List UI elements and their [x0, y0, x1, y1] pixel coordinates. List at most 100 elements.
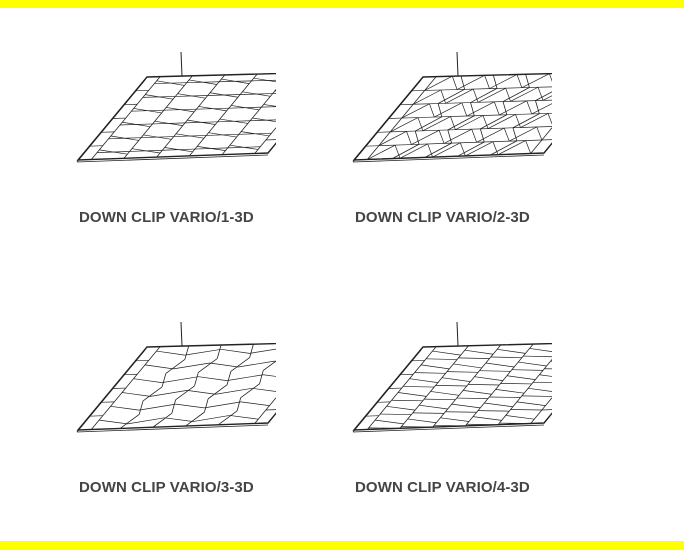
facet-line — [537, 87, 544, 101]
facet-line — [221, 348, 250, 354]
facet-line — [173, 362, 210, 370]
facet-line — [217, 120, 251, 123]
facet-line — [544, 368, 552, 370]
tile-edge — [259, 370, 264, 384]
facet-line — [434, 102, 463, 118]
product-card-4[interactable]: DOWN CLIP VARIO/4-3D — [276, 270, 552, 540]
tile-edge — [490, 140, 518, 156]
facet-line — [252, 387, 276, 392]
facet-line — [489, 396, 521, 398]
tile-edge — [175, 385, 195, 401]
suspension-rod — [456, 321, 459, 347]
facet-line — [463, 390, 492, 395]
facet-line — [526, 100, 533, 115]
facet-line — [521, 86, 552, 89]
facet-line — [426, 358, 458, 360]
facet-line — [440, 89, 446, 104]
facet-line — [420, 364, 450, 370]
facet-line — [461, 102, 468, 117]
facet-line — [549, 73, 552, 82]
facet-line — [499, 100, 527, 116]
facet-line — [184, 348, 222, 356]
facet-line — [367, 157, 400, 160]
tile-edge — [249, 344, 254, 358]
product-card-1[interactable]: DOWN CLIP VARIO/1-3D — [0, 0, 276, 270]
facet-line — [484, 402, 513, 408]
tile-edge — [460, 75, 465, 90]
facet-line — [413, 89, 442, 105]
facet-line — [209, 362, 239, 368]
bottom-accent-bar — [0, 541, 684, 550]
facet-line — [503, 127, 510, 142]
top-accent-bar — [0, 0, 684, 8]
facet-line — [435, 385, 467, 387]
facet-line — [472, 416, 502, 421]
facet-line — [390, 117, 419, 133]
tile-edge — [204, 398, 209, 413]
facet-line — [401, 103, 430, 119]
panel-frame-edge — [76, 79, 146, 163]
panel-frame-edge — [352, 424, 545, 433]
facet-line — [432, 155, 466, 158]
facet-line — [521, 395, 552, 397]
facet-line — [525, 140, 532, 154]
facet-line — [138, 403, 176, 411]
facet-line — [510, 86, 539, 102]
product-label: DOWN CLIP VARIO/1-3D — [79, 209, 254, 226]
facet-line — [451, 403, 481, 409]
facet-line — [464, 349, 494, 355]
facet-line — [394, 145, 401, 159]
facet-line — [542, 95, 552, 101]
tile-edge — [502, 101, 508, 115]
facet-line — [516, 401, 546, 406]
facet-line — [518, 361, 547, 367]
tile-edge — [470, 102, 475, 116]
panel-frame-edge — [352, 154, 545, 163]
tile-edge — [123, 75, 193, 159]
facet-line — [505, 415, 535, 420]
facet-line — [406, 131, 412, 145]
facet-line — [487, 114, 516, 129]
facet-line — [447, 371, 479, 373]
tile-edge — [165, 359, 186, 374]
product-label: DOWN CLIP VARIO/4-3D — [355, 479, 530, 496]
tile-edge — [142, 386, 163, 402]
product-card-2[interactable]: DOWN CLIP VARIO/2-3D — [276, 0, 552, 270]
facet-line — [453, 363, 482, 369]
panel-frame — [76, 342, 276, 431]
facet-line — [451, 76, 458, 90]
facet-line — [378, 131, 407, 147]
facet-line — [424, 75, 453, 91]
tile-edge — [470, 88, 498, 103]
product-card-3[interactable]: DOWN CLIP VARIO/3-3D — [0, 270, 276, 540]
tile-edge — [198, 358, 218, 373]
facet-line — [161, 376, 199, 383]
facet-line — [401, 116, 435, 119]
facet-line — [485, 362, 515, 368]
tile-edge — [207, 384, 228, 400]
facet-line — [542, 99, 552, 101]
facet-line — [506, 375, 536, 380]
facet-line — [375, 419, 404, 425]
facet-line — [492, 141, 499, 155]
tile-edge — [161, 373, 167, 388]
facet-line — [175, 95, 208, 97]
facet-line — [263, 374, 276, 377]
facet-line — [490, 356, 522, 359]
facet-line — [399, 143, 428, 159]
facet-line — [478, 100, 511, 103]
facet-line — [164, 417, 194, 422]
facet-line — [162, 148, 196, 151]
facet-line — [521, 73, 550, 89]
facet-line — [500, 382, 532, 385]
facet-line — [509, 126, 537, 142]
facet-line — [204, 401, 241, 409]
facet-line — [141, 136, 174, 139]
facet-line — [414, 372, 446, 374]
facet-line — [187, 390, 216, 395]
tile-edge — [492, 75, 498, 89]
panel-frame-edge — [352, 349, 422, 433]
facet-line — [438, 130, 445, 144]
facet-line — [173, 135, 207, 137]
facet-line — [263, 104, 276, 107]
